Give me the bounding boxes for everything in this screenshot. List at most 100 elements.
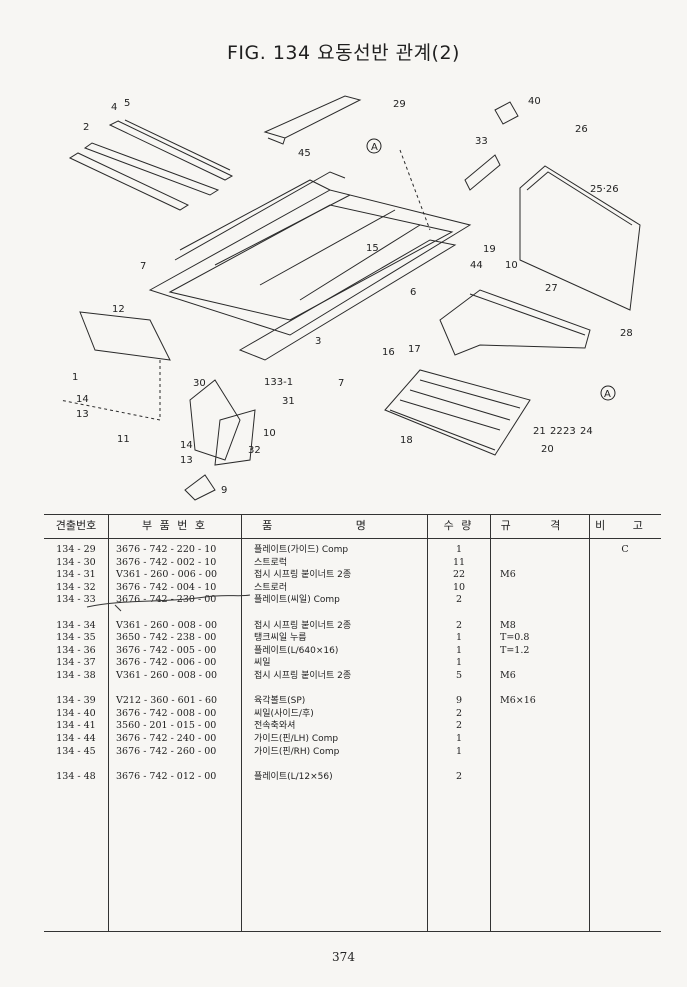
svg-text:26: 26 (575, 124, 588, 135)
row-spec: M8 (500, 619, 516, 631)
svg-text:29: 29 (393, 99, 406, 110)
handwritten-strike (86, 594, 251, 612)
row-part-name: 씨일 (254, 658, 271, 669)
row-part-name: 전속축와셔 (254, 721, 296, 732)
svg-text:25·26: 25·26 (590, 184, 619, 195)
svg-text:10: 10 (505, 260, 518, 271)
row-quantity: 2 (455, 720, 463, 732)
svg-text:30: 30 (193, 378, 206, 389)
row-part-number: 3676 - 742 - 008 - 00 (116, 707, 217, 719)
row-part-number: V212 - 360 - 601 - 60 (116, 695, 218, 707)
row-number: 134 - 44 (56, 733, 96, 744)
row-part-name: 플레이트(L/12×56) (254, 771, 333, 782)
svg-text:45: 45 (298, 148, 311, 159)
table-top-rule (44, 514, 661, 515)
svg-text:11: 11 (117, 434, 130, 445)
table-row: 134 - 48 3676 - 742 - 012 - 00 플레이트(L/12×5… (44, 771, 661, 783)
svg-text:27: 27 (545, 283, 558, 294)
row-part-name: 접시 시프링 붙이너트 2종 (254, 570, 352, 581)
row-part-number: 3676 - 742 - 002 - 10 (116, 556, 217, 568)
row-part-number: 3676 - 742 - 012 - 00 (116, 770, 217, 782)
table-header-rule (44, 538, 661, 539)
row-part-name: 접시 시프링 붙이너트 2종 (254, 671, 352, 681)
row-quantity: 22 (452, 569, 466, 581)
svg-text:6: 6 (410, 287, 416, 298)
row-spec: M6×16 (500, 695, 536, 707)
row-number: 134 - 35 (56, 632, 96, 644)
row-spec: T=1.2 (500, 644, 530, 656)
row-number: 134 - 32 (56, 581, 96, 593)
row-part-name: 가이드(핀/RH) Comp (254, 746, 340, 757)
row-number: 134 - 39 (56, 695, 96, 707)
header-part-name: 품 명 (262, 519, 406, 532)
header-spec: 규 격 (500, 519, 579, 532)
row-part-name: 스트로러 (254, 582, 288, 593)
row-quantity: 1 (455, 745, 463, 757)
svg-text:7: 7 (338, 378, 344, 389)
row-part-name: 탱크씨일 누름 (254, 633, 307, 644)
row-quantity: 2 (455, 619, 463, 631)
svg-text:21: 21 (533, 426, 546, 437)
row-quantity: 1 (455, 733, 463, 744)
svg-text:13: 13 (76, 409, 89, 420)
row-quantity: 2 (455, 594, 463, 606)
svg-text:2: 2 (83, 122, 89, 133)
svg-text:133-1: 133-1 (264, 377, 293, 388)
row-number: 134 - 40 (56, 707, 96, 719)
row-quantity: 2 (455, 770, 463, 782)
row-part-name: 플레이트(L/640×16) (254, 645, 339, 656)
svg-text:44: 44 (470, 260, 483, 271)
row-remarks: C (621, 544, 629, 555)
svg-text:5: 5 (124, 98, 130, 109)
row-part-name: 플레이트(씨일) Comp (254, 595, 340, 606)
row-part-number: V361 - 260 - 008 - 00 (116, 619, 218, 631)
row-spec: M6 (500, 670, 516, 681)
svg-text:23: 23 (563, 426, 576, 437)
row-part-number: V361 - 260 - 008 - 00 (116, 670, 218, 681)
row-number: 134 - 45 (56, 745, 96, 757)
svg-text:22: 22 (550, 426, 563, 437)
row-part-number: 3676 - 742 - 240 - 00 (116, 733, 217, 744)
svg-text:A: A (371, 142, 378, 153)
column-divider (589, 514, 590, 932)
row-quantity: 11 (452, 556, 466, 568)
row-spec: M6 (500, 569, 516, 581)
svg-text:28: 28 (620, 328, 633, 339)
page-number: 374 (332, 950, 355, 964)
svg-text:A: A (604, 389, 611, 400)
svg-text:32: 32 (248, 445, 261, 456)
svg-text:3: 3 (315, 336, 321, 347)
svg-text:4: 4 (111, 102, 117, 113)
row-number: 134 - 38 (56, 670, 96, 681)
table-row: 134 - 38 V361 - 260 - 008 - 00 접시 시프링 붙이너트… (44, 670, 661, 682)
row-quantity: 1 (455, 657, 463, 669)
svg-text:15: 15 (366, 243, 379, 254)
row-quantity: 2 (455, 707, 463, 719)
row-number: 134 - 34 (56, 619, 96, 631)
row-number: 134 - 48 (56, 770, 96, 782)
header-number: 견출번호 (55, 519, 97, 532)
column-divider (427, 514, 428, 932)
svg-text:40: 40 (528, 96, 541, 107)
svg-text:13: 13 (180, 455, 193, 466)
row-quantity: 9 (455, 695, 463, 707)
table-row (44, 683, 661, 695)
svg-text:10: 10 (263, 428, 276, 439)
row-part-name: 스트로럭 (254, 557, 288, 568)
row-part-number: V361 - 260 - 006 - 00 (116, 569, 218, 581)
row-quantity: 1 (455, 644, 463, 656)
row-part-number: 3676 - 742 - 220 - 10 (116, 544, 217, 555)
svg-text:31: 31 (282, 396, 295, 407)
